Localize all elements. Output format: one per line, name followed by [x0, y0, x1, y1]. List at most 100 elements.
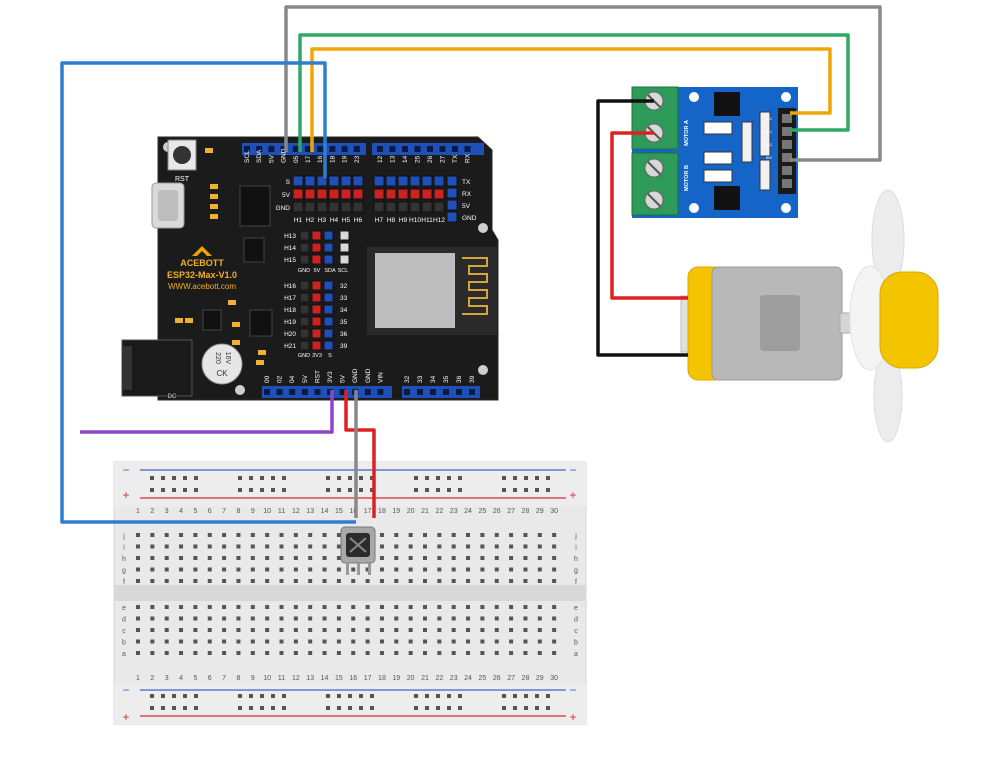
breadboard-hole[interactable]: [451, 579, 456, 583]
breadboard-hole[interactable]: [193, 639, 198, 644]
lower-header-pin[interactable]: [311, 304, 322, 315]
rail-hole[interactable]: [370, 694, 374, 698]
breadboard-hole[interactable]: [365, 567, 370, 572]
breadboard-hole[interactable]: [494, 616, 499, 621]
rail-hole[interactable]: [502, 706, 506, 710]
rail-hole[interactable]: [282, 476, 286, 480]
breadboard-hole[interactable]: [437, 605, 442, 609]
header-pin[interactable]: [305, 146, 311, 152]
breadboard-hole[interactable]: [193, 544, 198, 549]
rail-hole[interactable]: [436, 488, 440, 492]
header-pin[interactable]: [469, 389, 475, 395]
rail-hole[interactable]: [546, 488, 550, 492]
breadboard-hole[interactable]: [193, 651, 198, 655]
rail-hole[interactable]: [348, 694, 352, 698]
rail-hole[interactable]: [150, 488, 154, 492]
header-pin[interactable]: [389, 146, 396, 152]
breadboard-hole[interactable]: [164, 651, 169, 655]
breadboard-hole[interactable]: [523, 651, 528, 655]
breadboard-hole[interactable]: [236, 567, 241, 572]
breadboard-hole[interactable]: [351, 639, 356, 644]
rail-hole[interactable]: [238, 706, 242, 710]
rail-hole[interactable]: [260, 694, 264, 698]
breadboard-hole[interactable]: [494, 544, 499, 549]
breadboard-hole[interactable]: [523, 556, 528, 560]
rail-hole[interactable]: [238, 488, 242, 492]
rail-hole[interactable]: [161, 476, 165, 480]
breadboard-hole[interactable]: [379, 544, 384, 549]
rail-hole[interactable]: [458, 476, 462, 480]
breadboard-hole[interactable]: [207, 605, 212, 609]
header-pin[interactable]: [414, 146, 421, 152]
breadboard-hole[interactable]: [379, 556, 384, 560]
rail-hole[interactable]: [194, 488, 198, 492]
breadboard-hole[interactable]: [466, 628, 471, 632]
breadboard-hole[interactable]: [423, 605, 427, 609]
breadboard-hole[interactable]: [537, 616, 542, 621]
breadboard-hole[interactable]: [451, 639, 456, 644]
breadboard-hole[interactable]: [164, 544, 169, 549]
breadboard-hole[interactable]: [179, 639, 184, 644]
rail-hole[interactable]: [513, 694, 517, 698]
breadboard-hole[interactable]: [408, 651, 413, 655]
breadboard-hole[interactable]: [523, 605, 528, 609]
breadboard-hole[interactable]: [293, 579, 298, 583]
header-pin[interactable]: [402, 146, 408, 152]
breadboard-hole[interactable]: [423, 544, 427, 549]
breadboard-hole[interactable]: [179, 628, 184, 632]
breadboard-hole[interactable]: [437, 639, 442, 644]
breadboard-hole[interactable]: [509, 628, 514, 632]
breadboard-hole[interactable]: [437, 544, 442, 549]
breadboard-hole[interactable]: [379, 616, 384, 621]
header-pin[interactable]: [276, 389, 283, 395]
breadboard-hole[interactable]: [193, 628, 198, 632]
lower-header-pin[interactable]: [311, 316, 322, 327]
rail-hole[interactable]: [535, 488, 539, 492]
breadboard-hole[interactable]: [509, 616, 514, 621]
breadboard-hole[interactable]: [322, 651, 327, 655]
lower-header-pin[interactable]: [299, 328, 310, 339]
rail-hole[interactable]: [183, 706, 187, 710]
rail-hole[interactable]: [447, 476, 451, 480]
sensor-header-pin[interactable]: [316, 175, 328, 187]
sensor-header-pin[interactable]: [421, 175, 433, 187]
uart-header-pin[interactable]: [446, 199, 458, 211]
rail-hole[interactable]: [458, 706, 462, 710]
rail-hole[interactable]: [370, 488, 374, 492]
rail-hole[interactable]: [238, 694, 242, 698]
header-pin[interactable]: [268, 146, 275, 152]
sensor-header-pin[interactable]: [316, 188, 328, 200]
breadboard-hole[interactable]: [408, 567, 413, 572]
breadboard-hole[interactable]: [537, 567, 542, 572]
sensor-header-pin[interactable]: [328, 175, 340, 187]
breadboard-hole[interactable]: [236, 628, 241, 632]
breadboard-hole[interactable]: [207, 616, 212, 621]
breadboard-hole[interactable]: [236, 651, 241, 655]
breadboard-hole[interactable]: [322, 605, 327, 609]
breadboard-hole[interactable]: [552, 533, 557, 537]
rail-hole[interactable]: [359, 476, 363, 480]
breadboard-hole[interactable]: [451, 544, 456, 549]
breadboard-hole[interactable]: [394, 533, 399, 537]
breadboard-hole[interactable]: [222, 533, 227, 537]
rail-hole[interactable]: [271, 694, 275, 698]
breadboard-hole[interactable]: [193, 533, 198, 537]
breadboard-hole[interactable]: [265, 556, 270, 560]
breadboard-hole[interactable]: [437, 579, 442, 583]
rail-hole[interactable]: [513, 706, 517, 710]
breadboard-hole[interactable]: [179, 567, 184, 572]
rail-hole[interactable]: [326, 706, 330, 710]
breadboard-hole[interactable]: [136, 533, 140, 537]
breadboard-hole[interactable]: [423, 579, 427, 583]
breadboard-hole[interactable]: [250, 579, 255, 583]
breadboard-hole[interactable]: [150, 556, 155, 560]
header-pin[interactable]: [314, 389, 321, 395]
rail-hole[interactable]: [425, 476, 429, 480]
rail-hole[interactable]: [161, 488, 165, 492]
breadboard-hole[interactable]: [552, 556, 557, 560]
header-pin[interactable]: [417, 389, 423, 395]
i2c-header-pin[interactable]: [339, 254, 350, 265]
rail-hole[interactable]: [249, 706, 253, 710]
rail-hole[interactable]: [370, 476, 374, 480]
breadboard-hole[interactable]: [423, 567, 427, 572]
